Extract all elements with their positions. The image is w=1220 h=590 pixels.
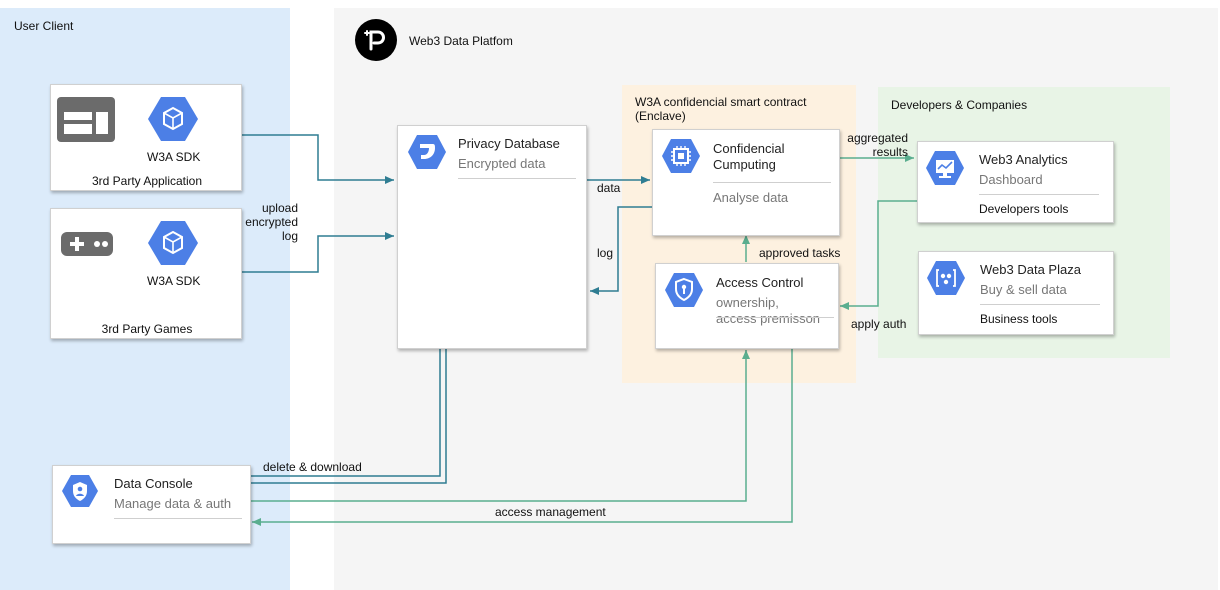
edge-label-access-mgmt: access management: [495, 505, 606, 519]
developers-label: Developers & Companies: [891, 98, 1028, 112]
gamepad-icon: [61, 232, 113, 259]
node-3rd-party-games[interactable]: W3A SDK 3rd Party Games: [50, 208, 242, 339]
analytics-sub: Dashboard: [979, 172, 1043, 187]
privacy-db-sub: Encrypted data: [458, 156, 546, 171]
app-label: 3rd Party Application: [91, 174, 203, 188]
analytics-tools: Developers tools: [979, 202, 1069, 216]
edge-delete-download-2: [242, 348, 447, 484]
console-sub: Manage data & auth: [114, 496, 232, 511]
edge-label-approved: approved tasks: [759, 246, 841, 260]
edge-label-apply-auth: apply auth: [851, 317, 907, 331]
app-sdk-label: W3A SDK: [147, 150, 201, 164]
node-3rd-party-application[interactable]: W3A SDK 3rd Party Application: [50, 84, 242, 191]
shield-icon: [664, 272, 704, 311]
app-window-icon: [57, 97, 115, 145]
edge-apply-auth: [840, 200, 917, 310]
people-icon: [926, 260, 966, 299]
node-confidential-computing[interactable]: Confidencial Cumputing Analyse data: [652, 129, 840, 236]
user-shield-icon: [61, 474, 99, 511]
edge-label-delete-download: delete & download: [263, 460, 362, 474]
edge-label-log: log: [597, 246, 614, 260]
node-web3-data-plaza[interactable]: Web3 Data Plaza Buy & sell data Business…: [918, 251, 1114, 335]
games-sdk-label: W3A SDK: [147, 274, 201, 288]
plaza-sub: Buy & sell data: [980, 282, 1067, 297]
node-web3-analytics[interactable]: Web3 Analytics Dashboard Developers tool…: [917, 141, 1114, 223]
analytics-title: Web3 Analytics: [979, 152, 1068, 167]
console-title: Data Console: [114, 476, 193, 491]
platform-logo-icon: [355, 19, 397, 61]
database-icon: [407, 134, 447, 173]
edge-access-mgmt: [252, 348, 793, 526]
confidential-sub: Analyse data: [713, 190, 789, 205]
plaza-tools: Business tools: [980, 312, 1058, 326]
analytics-divider: [979, 194, 1099, 195]
console-divider: [114, 518, 242, 519]
edge-label-data: data: [597, 181, 621, 195]
edge-label-upload: upload encrypted log: [245, 201, 298, 243]
node-data-console[interactable]: Data Console Manage data & auth: [52, 465, 251, 544]
user-client-label: User Client: [14, 19, 74, 33]
games-label: 3rd Party Games: [101, 322, 193, 336]
platform-label: Web3 Data Platfom: [409, 34, 513, 48]
access-divider: [716, 317, 834, 318]
node-privacy-database[interactable]: Privacy Database Encrypted data: [397, 125, 587, 349]
edge-log: [590, 206, 652, 295]
edge-delete-download-1: [242, 348, 441, 477]
enclave-label: W3A confidencial smart contract (Enclave…: [635, 95, 807, 123]
edge-console-to-access: [242, 350, 750, 502]
plaza-title: Web3 Data Plaza: [980, 262, 1081, 277]
sdk-cube-icon: [147, 219, 199, 270]
confidential-divider: [713, 182, 831, 183]
access-title: Access Control: [716, 275, 804, 290]
node-access-control[interactable]: Access Control ownership, access premiss…: [655, 263, 839, 349]
edge-games-to-db: [242, 232, 394, 273]
edge-app-to-db: [242, 134, 394, 184]
chip-icon: [661, 138, 701, 177]
edge-label-aggregated: aggregated results: [847, 131, 908, 159]
confidential-title: Confidencial Cumputing: [713, 141, 785, 172]
access-sub: ownership, access premisson: [716, 295, 821, 326]
monitor-icon: [925, 150, 965, 189]
sdk-cube-icon: [147, 95, 199, 146]
privacy-db-title: Privacy Database: [458, 136, 560, 151]
plaza-divider: [980, 304, 1100, 305]
privacy-db-divider: [458, 178, 576, 179]
